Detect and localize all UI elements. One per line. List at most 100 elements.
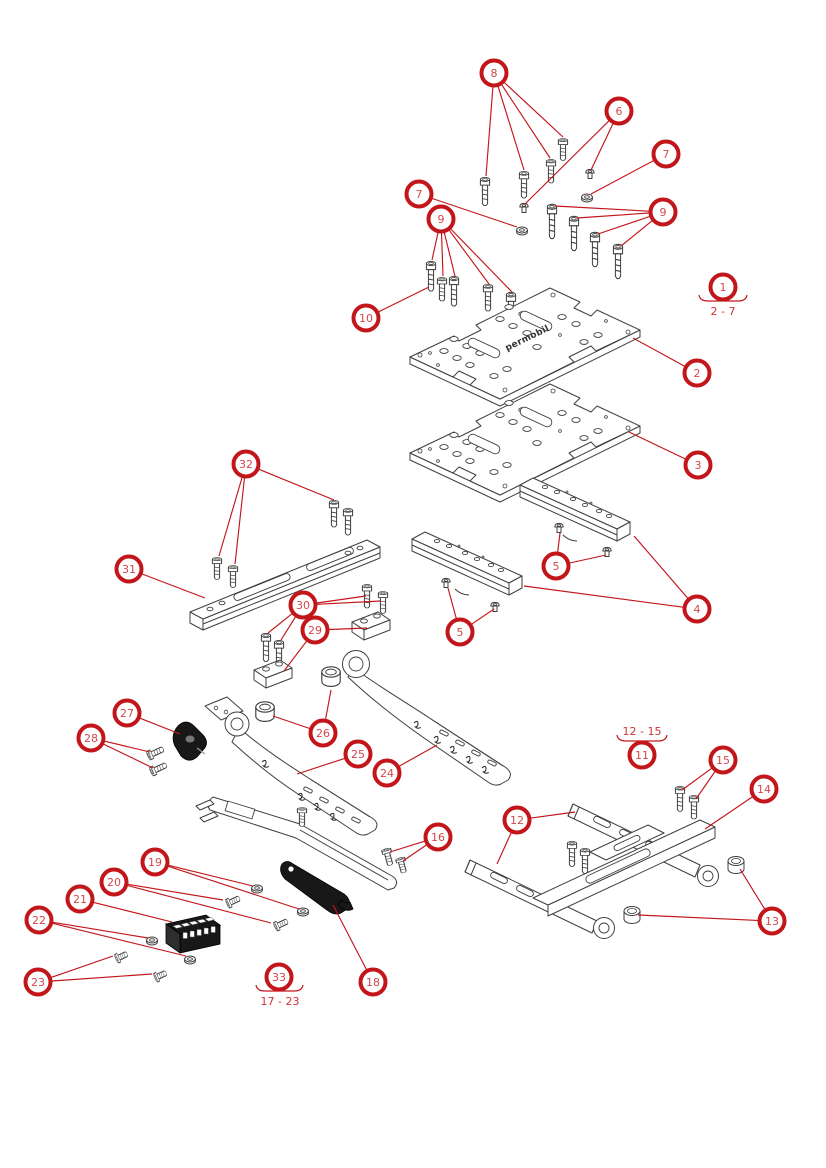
leader-line-32 xyxy=(258,468,335,501)
callout-number-10: 10 xyxy=(359,312,373,325)
callout-circle-21 xyxy=(65,884,95,914)
range-label-33: 17 - 23 xyxy=(261,995,300,1008)
callout-number-6: 6 xyxy=(616,105,623,118)
leader-line-20 xyxy=(127,884,272,924)
callout-9: 9 xyxy=(426,204,513,293)
callout-25: 25 xyxy=(296,739,373,775)
parts-artwork: permobil xyxy=(113,138,745,983)
range-label-11: 12 - 15 xyxy=(623,725,662,738)
callout-number-29: 29 xyxy=(308,624,322,637)
leader-line-29 xyxy=(328,627,368,631)
leader-line-9 xyxy=(554,205,650,212)
leader-line-5 xyxy=(557,532,561,553)
part-screws-15 xyxy=(674,786,700,820)
callout-number-14: 14 xyxy=(757,783,771,796)
callout-16: 16 xyxy=(389,822,453,862)
callout-circle-28 xyxy=(76,723,106,753)
leader-line-30 xyxy=(316,600,382,605)
leader-line-20 xyxy=(127,883,224,901)
leader-line-15 xyxy=(695,771,716,800)
leader-line-21 xyxy=(93,901,173,923)
part-upper-plate: permobil xyxy=(409,287,641,407)
callout-number-16: 16 xyxy=(431,831,445,844)
leader-line-19 xyxy=(168,865,300,910)
leader-line-9 xyxy=(440,232,444,277)
part-screws-28 xyxy=(145,744,169,777)
callout-23: 23 xyxy=(23,955,153,997)
callout-number-24: 24 xyxy=(380,767,394,780)
leader-line-5 xyxy=(569,554,607,564)
callout-number-21: 21 xyxy=(73,893,87,906)
callout-circle-12 xyxy=(502,805,532,835)
callout-number-9: 9 xyxy=(438,213,445,226)
callout-circle-4 xyxy=(682,594,712,624)
callout-19: 19 xyxy=(140,847,300,910)
leader-line-27 xyxy=(139,717,181,735)
callout-5: 5 xyxy=(445,587,495,647)
leader-line-4 xyxy=(523,585,684,608)
callout-number-33: 33 xyxy=(272,971,286,984)
leader-line-9 xyxy=(448,229,490,285)
callout-29: 29 xyxy=(283,615,368,672)
callout-circle-7 xyxy=(651,139,681,169)
callout-33: 17 - 23 33 xyxy=(255,962,304,1008)
leader-line-9 xyxy=(576,212,650,219)
part-lower-bracket xyxy=(195,796,398,891)
leader-line-9 xyxy=(620,220,653,247)
leader-line-8 xyxy=(503,82,564,138)
part-countersunk-screws-8 xyxy=(479,138,569,206)
callout-number-22: 22 xyxy=(32,914,46,927)
callout-7: 7 xyxy=(590,139,681,195)
callout-7: 7 xyxy=(404,179,518,228)
callout-number-5: 5 xyxy=(553,560,560,573)
leader-line-16 xyxy=(389,840,425,853)
callout-9: 9 xyxy=(554,197,678,247)
callout-circle-32 xyxy=(231,449,261,479)
callout-circle-30 xyxy=(288,590,318,620)
callout-28: 28 xyxy=(76,723,154,769)
callout-1: 2 - 71 xyxy=(698,272,748,318)
callout-circle-20 xyxy=(99,867,129,897)
callout-20: 20 xyxy=(99,867,272,924)
leader-line-23 xyxy=(51,955,114,978)
leader-line-24 xyxy=(398,744,438,767)
callout-3: 3 xyxy=(628,431,713,480)
callout-circle-15 xyxy=(708,745,738,775)
callout-5: 5 xyxy=(541,532,607,581)
callout-number-18: 18 xyxy=(366,976,380,989)
callout-number-23: 23 xyxy=(31,976,45,989)
callout-number-30: 30 xyxy=(296,599,310,612)
leader-line-22 xyxy=(52,922,187,957)
leader-line-6 xyxy=(524,120,610,205)
callout-2: 2 xyxy=(632,337,712,388)
callout-12: 12 xyxy=(496,805,576,865)
callout-number-3: 3 xyxy=(695,459,702,472)
part-support-arm-24 xyxy=(342,650,511,786)
leader-line-5 xyxy=(471,608,495,625)
leader-line-30 xyxy=(316,595,367,604)
leader-line-9 xyxy=(443,232,456,277)
callout-circle-22 xyxy=(24,905,54,935)
leader-line-14 xyxy=(704,796,753,830)
callout-circle-26 xyxy=(308,718,338,748)
callout-number-4: 4 xyxy=(694,603,701,616)
leader-line-6 xyxy=(590,123,614,171)
callout-circle-6 xyxy=(604,96,634,126)
callout-22: 22 xyxy=(24,905,187,957)
callout-circle-9 xyxy=(426,204,456,234)
callout-number-2: 2 xyxy=(694,367,701,380)
callout-circle-16 xyxy=(423,822,453,852)
leader-line-26 xyxy=(272,715,310,730)
leader-line-10 xyxy=(378,286,430,313)
leader-line-31 xyxy=(141,573,206,599)
callout-circle-31 xyxy=(114,554,144,584)
callout-circle-29 xyxy=(300,615,330,645)
callout-circle-11 xyxy=(627,740,657,770)
leader-line-13 xyxy=(637,914,759,921)
callout-24: 24 xyxy=(372,744,438,788)
callout-circle-5 xyxy=(445,617,475,647)
callout-18: 18 xyxy=(332,904,388,997)
